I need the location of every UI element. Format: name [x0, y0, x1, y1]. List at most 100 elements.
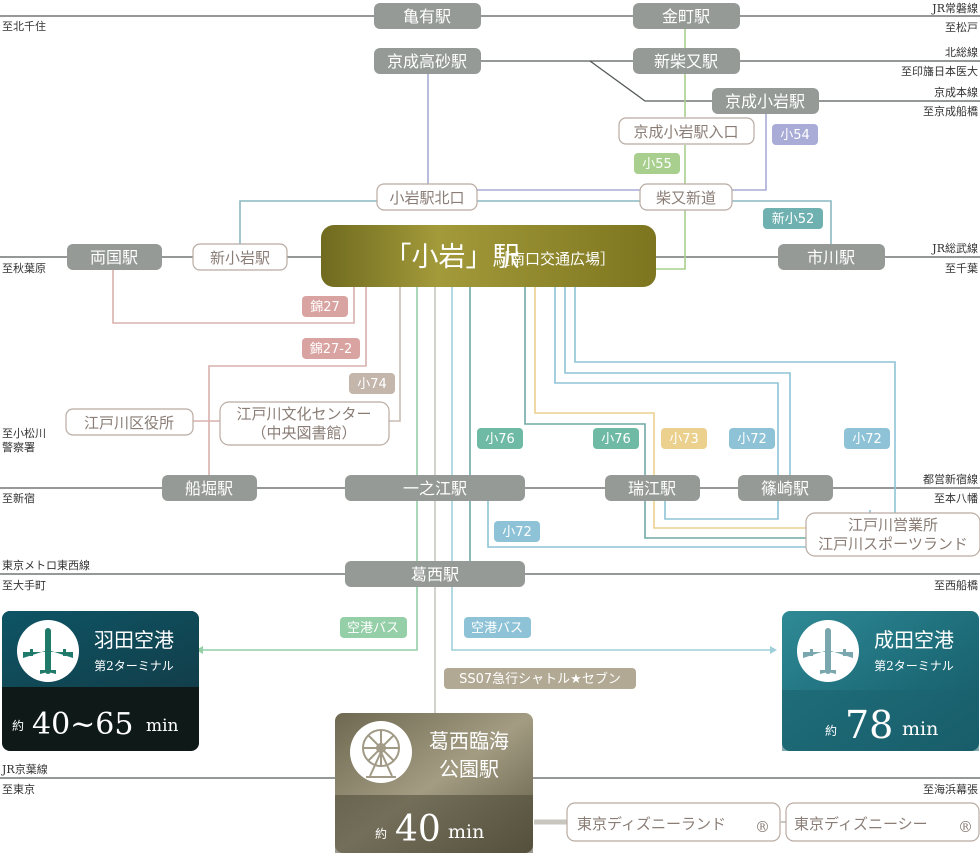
dir-komatsugawa-police: 警察署	[2, 440, 35, 454]
svg-text:葛西駅: 葛西駅	[411, 565, 459, 584]
stop-tokyo-disneyland[interactable]: 東京ディズニーランド ®	[566, 802, 781, 842]
line-keisei-main: 京成本線	[934, 85, 978, 99]
kasai-rinkai-name-2: 公園駅	[439, 757, 499, 781]
svg-text:小74: 小74	[357, 377, 387, 392]
haneda-terminal: 第2ターミナル	[94, 659, 174, 673]
svg-text:小55: 小55	[642, 157, 672, 172]
svg-text:新柴又駅: 新柴又駅	[654, 52, 718, 71]
dir-motoyawata: 至本八幡	[934, 491, 978, 505]
station-kasai[interactable]: 葛西駅	[345, 561, 525, 587]
hub-koiwa-station[interactable]: 「小岩」駅 ［南口交通広場］	[321, 225, 656, 287]
svg-text:篠崎駅: 篠崎駅	[761, 479, 809, 498]
card-haneda[interactable]: 羽田空港 第2ターミナル 約 40~65 min	[2, 611, 199, 751]
svg-text:江戸川営業所: 江戸川営業所	[848, 516, 938, 534]
station-funabori[interactable]: 船堀駅	[162, 475, 257, 501]
arrow-haneda-icon	[196, 646, 203, 654]
station-keisei-takasago[interactable]: 京成高砂駅	[374, 48, 481, 74]
dir-chiba: 至千葉	[945, 261, 978, 275]
bus-line-shinko52-a	[239, 200, 380, 245]
dir-tokyo: 至東京	[2, 782, 35, 796]
svg-text:京成小岩駅入口: 京成小岩駅入口	[633, 123, 738, 141]
stop-bunka-center[interactable]: 江戸川文化センター （中央図書館）	[219, 401, 390, 446]
card-kasai-rinkai-koen[interactable]: 葛西臨海 公園駅 約 40 min	[335, 713, 533, 853]
kasai-unit: min	[448, 821, 484, 843]
badge-ko76-b[interactable]: 小76	[593, 428, 639, 449]
badge-airport-bus-haneda[interactable]: 空港バス	[340, 617, 407, 638]
kasai-time: 40	[395, 809, 441, 850]
stop-koiwa-kitaguchi[interactable]: 小岩駅北口	[376, 183, 478, 211]
svg-text:小54: 小54	[780, 128, 810, 143]
bus-line-nishiki27	[112, 269, 355, 324]
station-ryogoku[interactable]: 両国駅	[67, 244, 162, 270]
disneysea-name: 東京ディズニーシー	[794, 815, 928, 833]
svg-text:小72: 小72	[502, 525, 532, 540]
stop-edogawa-kuyakusho[interactable]: 江戸川区役所	[65, 408, 194, 436]
station-keisei-koiwa[interactable]: 京成小岩駅	[712, 88, 819, 114]
airplane-icon	[803, 628, 853, 674]
stop-shibamata-shindo[interactable]: 柴又新道	[639, 183, 733, 211]
svg-text:亀有駅: 亀有駅	[403, 7, 451, 26]
bus-line-ko74	[388, 287, 401, 422]
svg-text:市川駅: 市川駅	[807, 248, 855, 267]
svg-text:新小岩駅: 新小岩駅	[210, 249, 270, 267]
disneyland-name: 東京ディズニーランド	[577, 815, 726, 833]
badge-ko72-c[interactable]: 小72	[494, 521, 540, 542]
dir-otemachi: 至大手町	[2, 578, 46, 592]
card-narita[interactable]: 成田空港 第2ターミナル 約 78 min	[782, 611, 979, 751]
kasai-approx: 約	[375, 826, 387, 841]
bus-line-ko54-c	[732, 113, 767, 191]
arrow-narita-icon	[770, 646, 777, 654]
svg-text:錦27: 錦27	[310, 299, 340, 315]
svg-text:小72: 小72	[852, 432, 882, 447]
haneda-time: 40~65	[32, 707, 133, 742]
svg-text:両国駅: 両国駅	[90, 248, 138, 267]
station-ichinoe[interactable]: 一之江駅	[345, 475, 525, 501]
svg-text:船堀駅: 船堀駅	[185, 479, 233, 498]
line-toei-shinjuku: 都営新宿線	[923, 472, 978, 486]
bus-line-ko55-d	[650, 209, 686, 270]
hub-sub: ［南口交通広場］	[495, 250, 615, 268]
svg-text:新小52: 新小52	[772, 211, 815, 227]
narita-time: 78	[845, 703, 893, 747]
badge-ko55[interactable]: 小55	[634, 153, 680, 174]
dir-komatsugawa: 至小松川	[2, 426, 46, 440]
stop-edogawa-eigyosho[interactable]: 江戸川営業所 江戸川スポーツランド	[805, 512, 980, 557]
line-joban: JR常磐線	[931, 1, 978, 15]
hub-name: 「小岩」駅	[385, 242, 520, 273]
station-shinozaki[interactable]: 篠崎駅	[738, 475, 833, 501]
rail-stations: 亀有駅 金町駅 京成高砂駅 新柴又駅 京成小岩駅 両国駅 市川駅 船堀駅	[67, 3, 885, 587]
stop-shin-koiwa[interactable]: 新小岩駅	[192, 243, 288, 271]
line-hokuso: 北総線	[945, 45, 978, 59]
badge-airport-bus-narita[interactable]: 空港バス	[464, 617, 531, 638]
badge-ko54[interactable]: 小54	[772, 124, 818, 145]
badge-ko74[interactable]: 小74	[349, 373, 395, 394]
badge-nishiki27[interactable]: 錦27	[302, 296, 348, 317]
bus-line-ko72-loop	[664, 500, 779, 520]
svg-text:小76: 小76	[485, 432, 515, 447]
badge-nishiki27-2[interactable]: 錦27-2	[302, 338, 360, 359]
badge-shinko52[interactable]: 新小52	[763, 208, 823, 229]
badge-ko76-a[interactable]: 小76	[477, 428, 523, 449]
station-mizue[interactable]: 瑞江駅	[605, 475, 700, 501]
station-ichikawa[interactable]: 市川駅	[778, 244, 885, 270]
badge-ko72-a[interactable]: 小72	[729, 428, 775, 449]
station-kameari[interactable]: 亀有駅	[374, 3, 481, 29]
dir-kaihin-makuhari: 至海浜幕張	[923, 782, 978, 796]
registered-mark: ®	[755, 818, 770, 836]
dir-nishi-funabashi: 至西船橋	[934, 578, 978, 592]
bus-line-ko76-right	[524, 287, 806, 539]
badge-ss07-shuttle[interactable]: SS07急行シャトル★セブン	[444, 668, 636, 689]
svg-text:SS07急行シャトル★セブン: SS07急行シャトル★セブン	[459, 671, 621, 687]
badge-ko73[interactable]: 小73	[661, 428, 707, 449]
stop-keisei-koiwa-iriguchi[interactable]: 京成小岩駅入口	[618, 117, 755, 145]
narita-name: 成田空港	[874, 628, 954, 652]
badge-ko72-b[interactable]: 小72	[844, 428, 890, 449]
stop-tokyo-disneysea[interactable]: 東京ディズニーシー ®	[785, 802, 980, 842]
bus-line-shinko52-c	[732, 200, 832, 245]
station-kanamachi[interactable]: 金町駅	[633, 3, 740, 29]
direction-labels: 至北千住 JR常磐線 至松戸 北総線 至印旛日本医大 京成本線 至京成船橋 至秋…	[1, 1, 978, 796]
station-shin-shibamata[interactable]: 新柴又駅	[633, 48, 740, 74]
kasai-rinkai-name-1: 葛西臨海	[429, 729, 509, 753]
dir-inba: 至印旛日本医大	[901, 64, 978, 78]
